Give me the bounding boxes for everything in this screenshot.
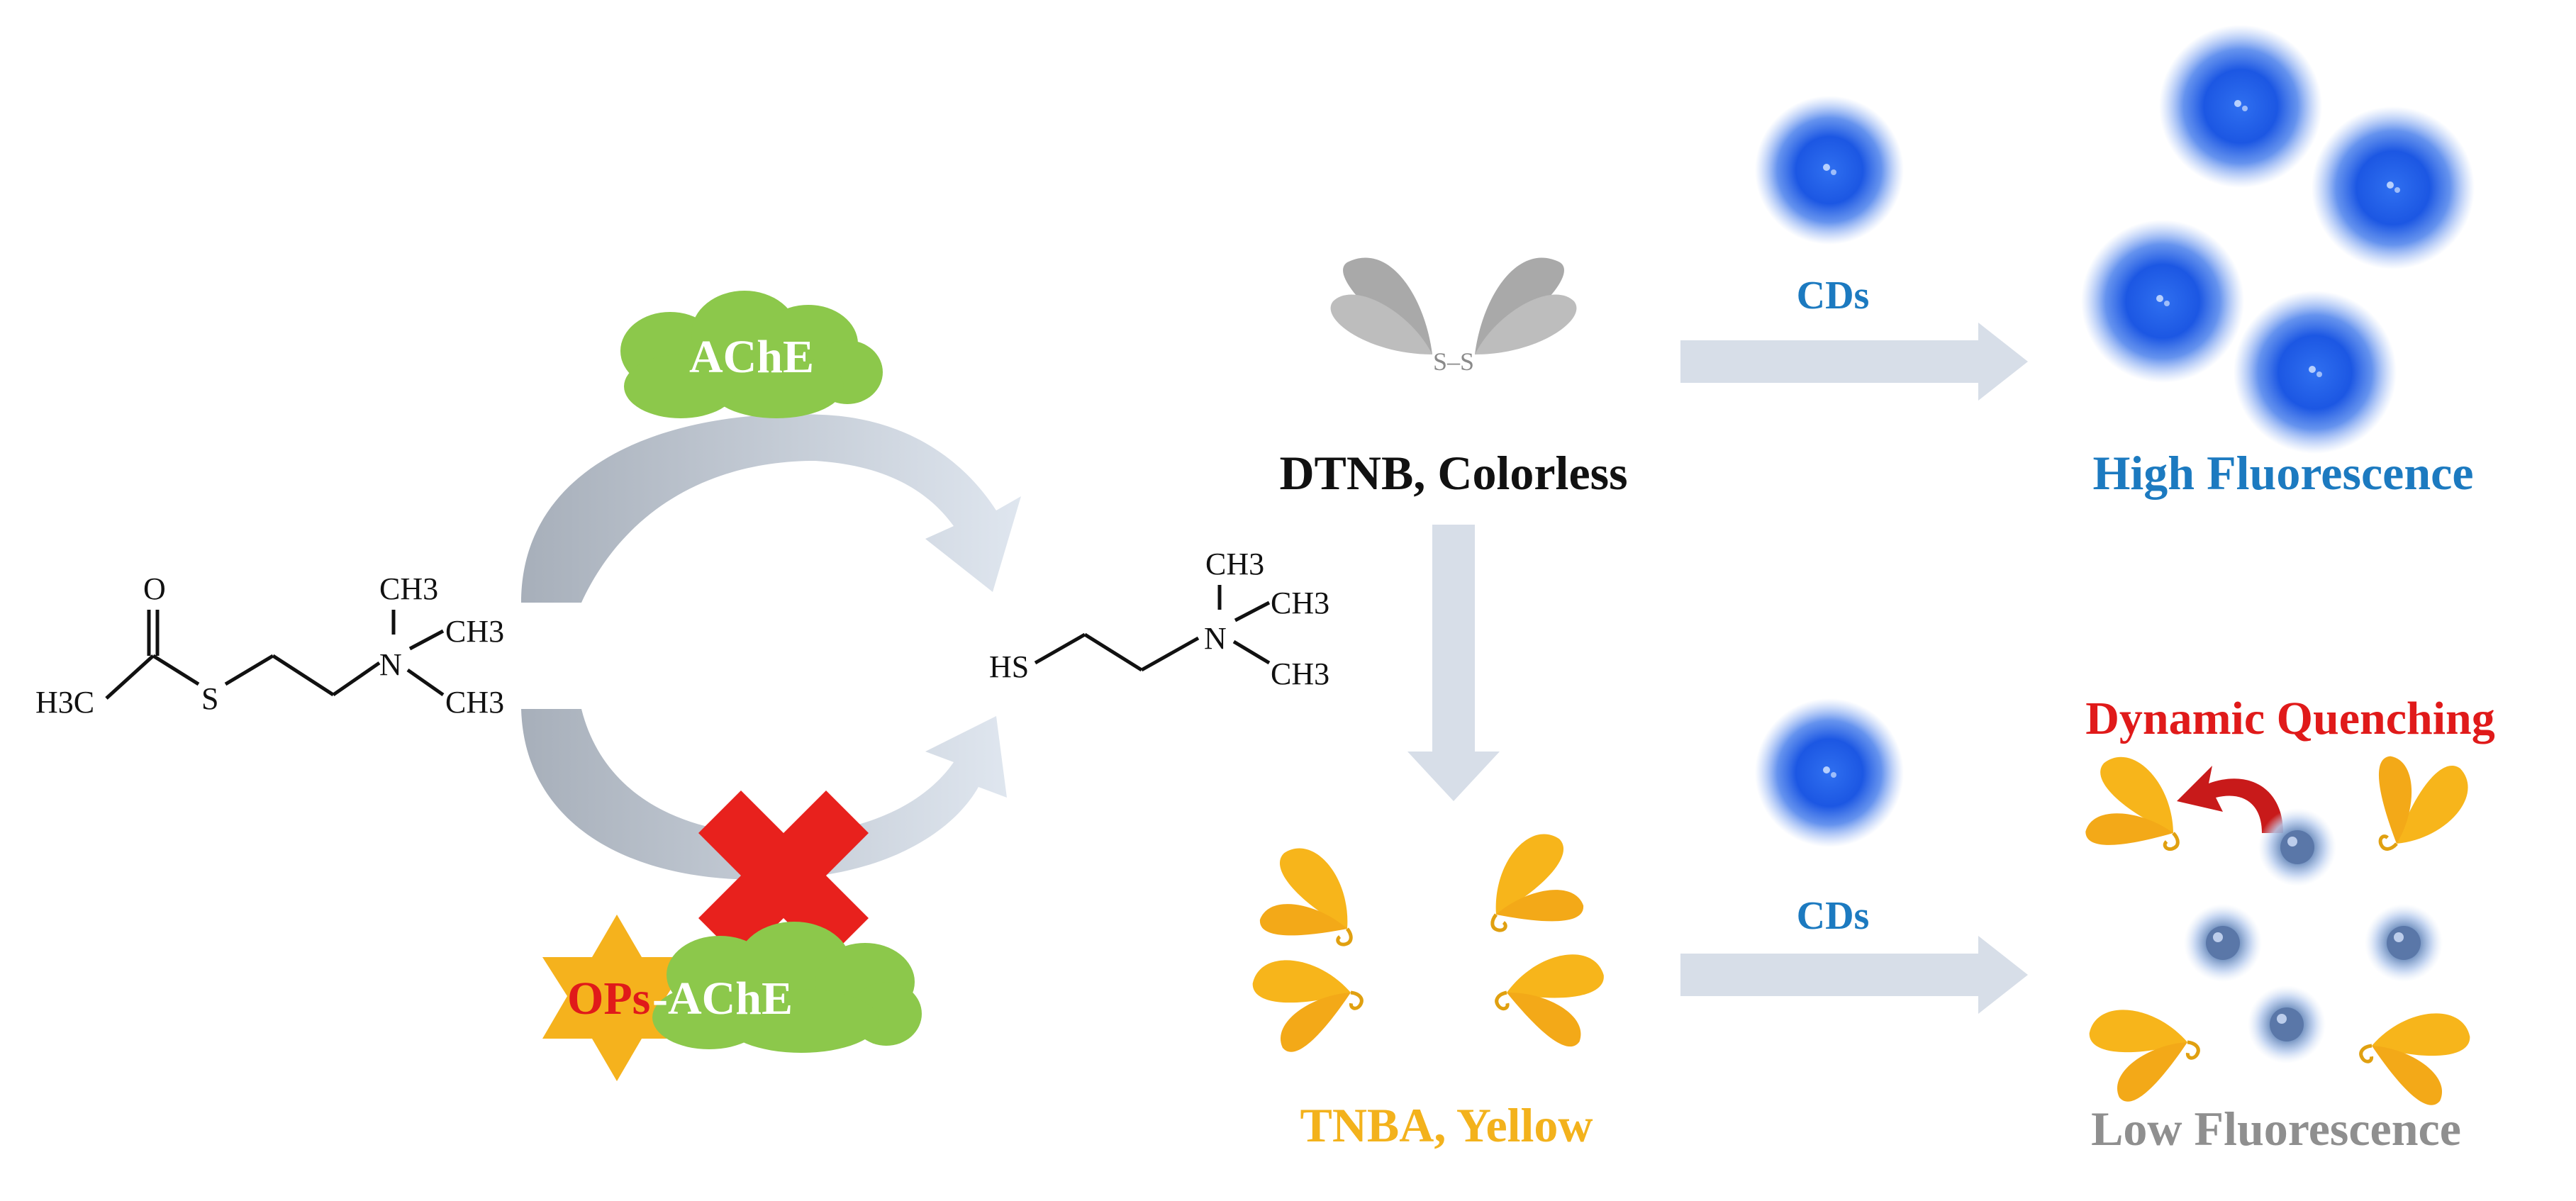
dynamic-quenching-label: Dynamic Quenching bbox=[2085, 693, 2495, 744]
disulfide-label: S–S bbox=[1433, 347, 1474, 376]
tnba-label: TNBA, Yellow bbox=[1300, 1098, 1593, 1152]
nitrogen-label-right: N bbox=[1204, 621, 1227, 656]
sulfur-label: S bbox=[201, 681, 218, 716]
ops-label: OPs bbox=[567, 973, 650, 1024]
inhibition-cross-icon bbox=[698, 791, 869, 961]
methyl-right-label: CH3 bbox=[445, 614, 504, 649]
molecule-acetylthiocholine: O H3C S N CH3 CH3 CH3 bbox=[35, 571, 504, 720]
methyl-mid-right: CH3 bbox=[1271, 586, 1329, 620]
tnba-icon-5 bbox=[2082, 752, 2196, 864]
right-arrow-top bbox=[1680, 323, 2028, 401]
tnba-icon-1 bbox=[1256, 842, 1375, 960]
methyl-top-right: CH3 bbox=[1205, 547, 1264, 581]
tnba-icon-2 bbox=[1468, 828, 1588, 946]
dtnb-label: DTNB, Colorless bbox=[1279, 446, 1627, 500]
ops-ache-complex: OPs -AChE bbox=[542, 915, 922, 1081]
tnba-icon-8 bbox=[2353, 988, 2476, 1110]
ache-label-bottom: -AChE bbox=[652, 973, 793, 1024]
methyl-h3c-label: H3C bbox=[35, 685, 94, 720]
cds-label-bottom: CDs bbox=[1797, 894, 1870, 938]
low-fluorescence-cluster bbox=[2082, 752, 2476, 1110]
right-arrow-bottom bbox=[1680, 936, 2028, 1014]
nitrogen-label: N bbox=[379, 647, 402, 682]
tnba-icon-6 bbox=[2366, 753, 2472, 861]
cd-particle-bottom bbox=[1755, 698, 1904, 847]
tnba-icon-7 bbox=[2083, 984, 2207, 1106]
oxygen-label: O bbox=[143, 571, 166, 606]
methyl-bottom-right: CH3 bbox=[1271, 657, 1329, 691]
high-fluorescence-label: High Fluorescence bbox=[2093, 446, 2474, 500]
down-arrow bbox=[1407, 525, 1500, 801]
thiol-hs-label: HS bbox=[989, 649, 1029, 684]
methyl-top-label: CH3 bbox=[379, 571, 438, 606]
methyl-bottom-label: CH3 bbox=[445, 685, 504, 720]
tnba-molecules bbox=[1247, 828, 1609, 1057]
high-fluorescence-cluster bbox=[2081, 25, 2475, 454]
dtnb-molecule-icon: S–S bbox=[1330, 257, 1577, 376]
cds-label-top: CDs bbox=[1797, 274, 1870, 318]
ache-label-top: AChE bbox=[689, 331, 814, 383]
cd-particle-top bbox=[1755, 96, 1904, 245]
tnba-icon-3 bbox=[1247, 934, 1370, 1056]
low-fluorescence-label: Low Fluorescence bbox=[2091, 1102, 2461, 1156]
reaction-arc-bottom bbox=[521, 709, 1007, 880]
ache-cloud-top: AChE bbox=[620, 291, 883, 418]
quenching-arrow-icon bbox=[2177, 766, 2283, 833]
molecule-thiocholine: HS N CH3 CH3 CH3 bbox=[989, 547, 1329, 691]
tnba-icon-4 bbox=[1490, 933, 1609, 1051]
reaction-arc-top bbox=[521, 414, 1021, 603]
